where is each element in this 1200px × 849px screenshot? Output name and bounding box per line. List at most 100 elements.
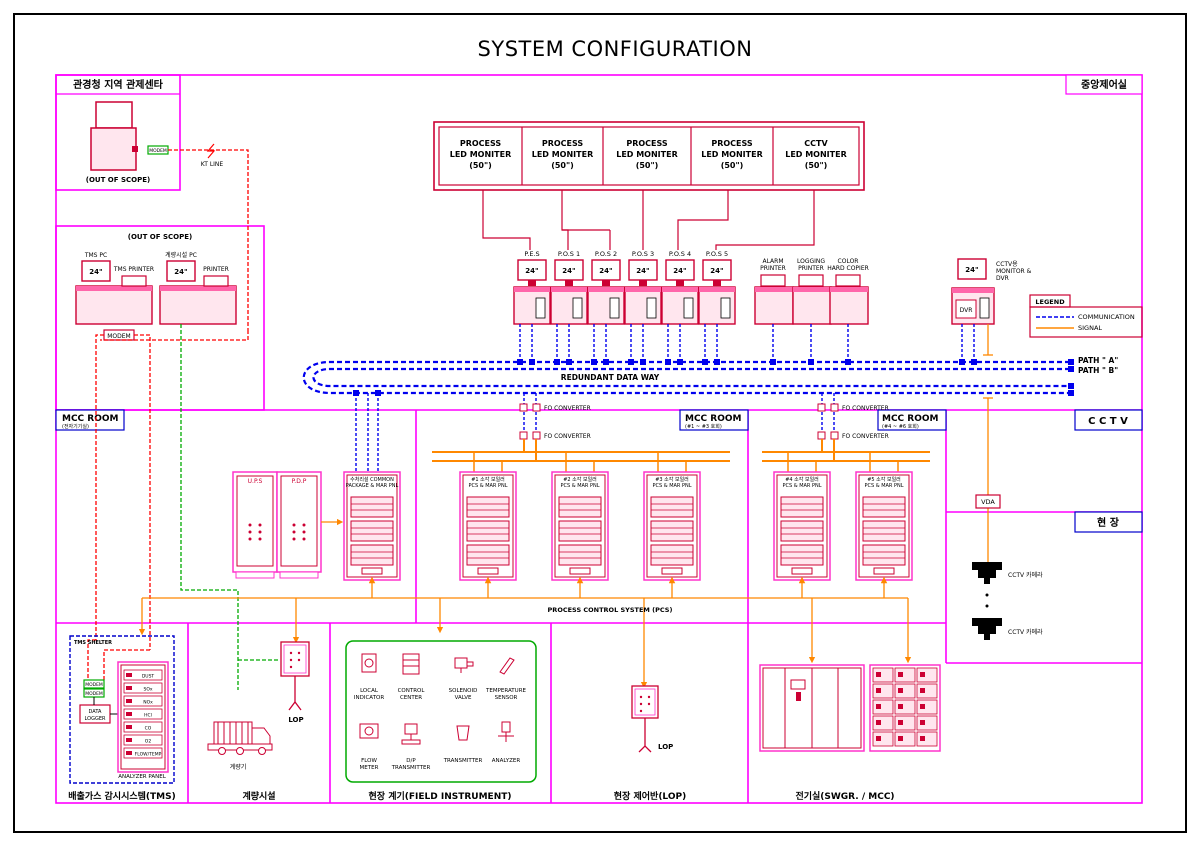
- weigh-data-line: [180, 324, 239, 690]
- path-a-label: PATH " A": [1078, 356, 1118, 365]
- svg-text:LOP: LOP: [658, 743, 673, 751]
- svg-text:LED MONITER: LED MONITER: [701, 150, 763, 159]
- tms-modem-lines: [87, 330, 249, 680]
- cctv-camera-1: CCTV 카메라: [972, 562, 1043, 584]
- svg-text:(전자기기실): (전자기기실): [62, 423, 89, 430]
- svg-text:LED MONITER: LED MONITER: [616, 150, 678, 159]
- workstation-monitor-size: 24": [636, 267, 649, 275]
- flow-meter-icon: [359, 723, 379, 739]
- weigh-truck-label: 계량기: [230, 763, 247, 771]
- svg-text:MODEM: MODEM: [85, 691, 103, 697]
- tms-modem: MODEM: [103, 329, 135, 341]
- analyzer-row-label: SOx: [143, 687, 152, 693]
- svg-text:U.P.S: U.P.S: [248, 478, 263, 485]
- svg-text:PCS & MAR PNL: PCS & MAR PNL: [560, 483, 599, 489]
- printer-label: PRINTER: [798, 265, 824, 272]
- svg-text:PACKAGE & MAR PNL: PACKAGE & MAR PNL: [346, 483, 399, 489]
- svg-text:DVR: DVR: [996, 275, 1009, 282]
- svg-text:(50"): (50"): [551, 161, 574, 170]
- workstation-5: P.O.S 424": [661, 250, 699, 325]
- analyzer-row-2: SOx: [123, 682, 163, 694]
- svg-text:C C T V: C C T V: [1088, 416, 1128, 427]
- field-instrument-label: ANALYZER: [492, 758, 521, 764]
- svg-text:MCC ROOM: MCC ROOM: [882, 414, 939, 424]
- page-title: SYSTEM CONFIGURATION: [478, 37, 753, 61]
- weigh-pc-station: 계량시설 PC 24": [159, 251, 237, 325]
- out-of-scope-label-2: (OUT OF SCOPE): [128, 233, 192, 241]
- field-instrument-label: SENSOR: [495, 695, 518, 701]
- svg-text:PRINTER: PRINTER: [203, 266, 229, 273]
- analyzer-row-4: HCl: [123, 708, 163, 720]
- svg-text:(50"): (50"): [721, 161, 744, 170]
- workstation-label: P.O.S 2: [595, 250, 617, 258]
- svg-text:수처리설 COMMON: 수처리설 COMMON: [350, 476, 394, 483]
- legend: LEGEND COMMUNICATION SIGNAL: [1029, 294, 1143, 338]
- svg-text:DATA: DATA: [89, 709, 102, 715]
- printer-label: ALARM: [762, 258, 783, 265]
- common-drop-nodes: [353, 390, 381, 396]
- svg-text:24": 24": [174, 268, 187, 276]
- kt-line-label: KT LINE: [201, 161, 224, 168]
- printer-label: COLOR: [838, 258, 859, 265]
- svg-text:배출가스 감시시스템(TMS): 배출가스 감시시스템(TMS): [68, 790, 175, 802]
- workstation-6: P.O.S 524": [698, 250, 736, 325]
- analyzer-row-label: CO: [145, 726, 152, 732]
- analyzer-icon: [498, 721, 514, 742]
- workstation-label: P.E.S: [524, 250, 539, 258]
- svg-text:ANALYZER PANEL: ANALYZER PANEL: [118, 774, 166, 780]
- vda-box: VDA: [975, 494, 1001, 509]
- field-lop: LOP: [631, 685, 673, 753]
- solenoid-valve-icon: [454, 657, 474, 673]
- svg-text:FO CONVERTER: FO CONVERTER: [544, 405, 591, 412]
- mcc-panel: [869, 664, 941, 752]
- weigh-lop: LOP: [280, 641, 310, 724]
- data-way-label: REDUNDANT DATA WAY: [561, 373, 660, 382]
- svg-text:#1 소각 보일러: #1 소각 보일러: [471, 476, 505, 483]
- printer: PRINTER: [203, 266, 229, 287]
- svg-text:(#4 ~ #6 호회): (#4 ~ #6 호회): [882, 423, 919, 430]
- workstation-3: P.O.S 224": [587, 250, 625, 325]
- cctv-dots: [985, 593, 989, 608]
- workstation-label: P.O.S 1: [558, 250, 580, 258]
- svg-text:FO CONVERTER: FO CONVERTER: [842, 405, 889, 412]
- field-instrument-label: D/P: [406, 758, 416, 764]
- printer-label: PRINTER: [760, 265, 786, 272]
- svg-text:#2 소각 보일러: #2 소각 보일러: [563, 476, 597, 483]
- workstation-monitor-size: 24": [562, 267, 575, 275]
- zone-lines: [55, 74, 1143, 804]
- workstation-1: P.E.S24": [513, 250, 551, 325]
- analyzer-row-label: DUST: [142, 674, 155, 680]
- field-instrument-label: FLOW: [361, 758, 377, 764]
- analyzer-row-label: FLOW/TEMP: [135, 752, 162, 758]
- svg-text:#3 소각 보일러: #3 소각 보일러: [655, 476, 689, 483]
- analyzer-row-5: CO: [123, 721, 163, 733]
- svg-text:관경청 지역 관제센타: 관경청 지역 관제센타: [73, 78, 164, 91]
- svg-text:PCS & MAR PNL: PCS & MAR PNL: [864, 483, 903, 489]
- field-instrument-8: ANALYZER: [492, 721, 521, 764]
- analyzer-row-label: O2: [145, 739, 152, 745]
- field-instrument-7: TRANSMITTER: [443, 725, 482, 764]
- temperature-sensor-icon: [499, 657, 515, 675]
- svg-text:VDA: VDA: [981, 498, 995, 506]
- workstation-label: P.O.S 3: [632, 250, 654, 258]
- svg-text:전기실(SWGR. / MCC): 전기실(SWGR. / MCC): [795, 790, 894, 802]
- svg-text:CCTV 카메라: CCTV 카메라: [1008, 628, 1043, 636]
- swgr-panel: [759, 664, 865, 752]
- local-indicator-icon: [361, 653, 377, 673]
- svg-text:PROCESS: PROCESS: [460, 139, 502, 148]
- field-instrument-label: LOCAL: [360, 688, 379, 694]
- field-instrument-label: CONTROL: [398, 688, 426, 694]
- field-instrument-label: CENTER: [400, 695, 422, 701]
- svg-text:중앙제어실: 중앙제어실: [1081, 78, 1127, 91]
- svg-text:MODEM: MODEM: [149, 148, 167, 154]
